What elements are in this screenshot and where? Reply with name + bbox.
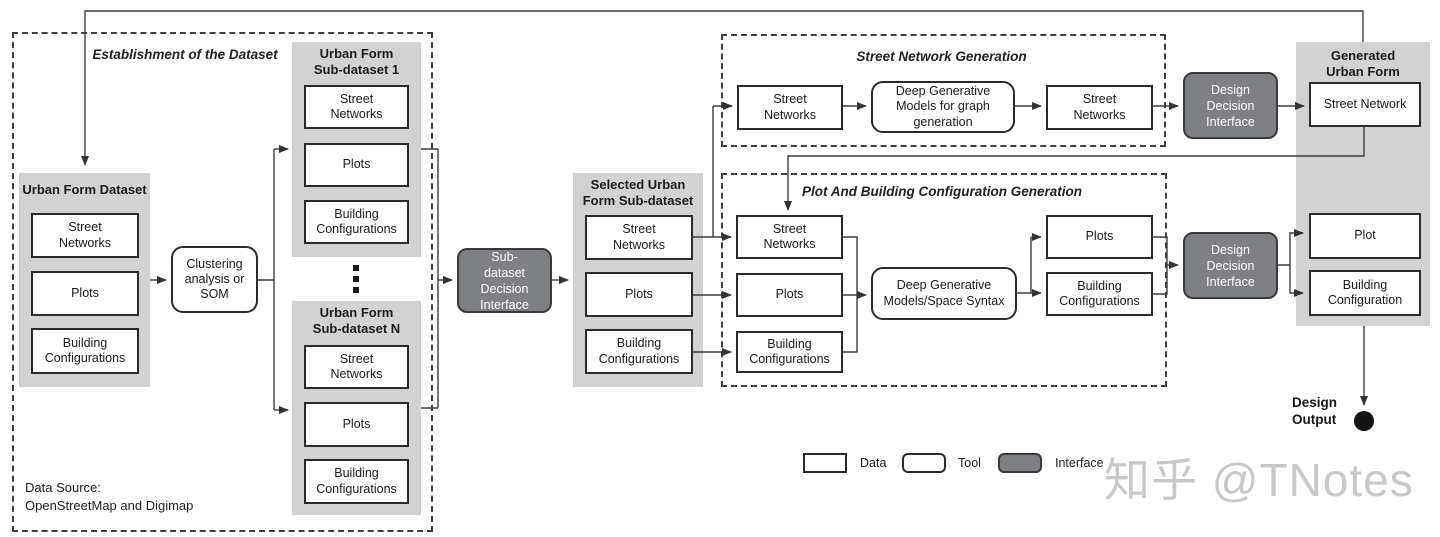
generated-street-network-box: Street Network [1309,82,1421,127]
pbg-generated-plots-box: Plots [1046,215,1153,259]
sub-dataset-n-street-networks-box: Street Networks [304,345,409,389]
pbg-building-configurations-box: Building Configurations [736,331,843,373]
generated-plot-box: Plot [1309,213,1421,259]
data-source-note: Data Source: OpenStreetMap and Digimap [25,480,194,513]
establishment-section-title: Establishment of the Dataset [92,47,278,62]
pbg-street-networks-box: Street Networks [736,215,843,259]
legend-data-label: Data [860,456,887,470]
sng-output-street-networks-box: Street Networks [1046,85,1153,130]
sub-dataset-n-building-configurations-box: Building Configurations [304,459,409,504]
pbg-plots-box: Plots [736,273,843,317]
design-decision-interface-top-box: Design Decision Interface [1183,72,1278,139]
selected-street-networks-box: Street Networks [585,215,693,260]
sub-dataset-1-plots-box: Plots [304,143,409,187]
pbg-generated-building-configurations-box: Building Configurations [1046,272,1153,316]
legend-tool-label: Tool [958,456,981,470]
sub-dataset-n-plots-box: Plots [304,402,409,447]
design-output-terminator-icon [1354,411,1374,431]
selected-sub-dataset-title: Selected Urban Form Sub-dataset [582,177,694,208]
deep-generative-space-syntax-tool-box: Deep Generative Models/Space Syntax [871,267,1017,320]
legend-tool-swatch [902,453,946,473]
legend-data-swatch [803,453,847,473]
legend-interface-swatch [998,453,1042,473]
sub-dataset-1-title: Urban Form Sub-dataset 1 [313,46,400,77]
urban-form-dataset-street-networks-box: Street Networks [31,213,139,258]
design-decision-interface-bottom-box: Design Decision Interface [1183,232,1278,299]
deep-generative-graph-tool-box: Deep Generative Models for graph generat… [871,81,1015,133]
plot-building-generation-title: Plot And Building Configuration Generati… [802,184,1082,199]
urban-form-dataset-building-configurations-box: Building Configurations [31,328,139,374]
ellipsis-icon [353,265,359,293]
generated-urban-form-title: Generated Urban Form [1326,48,1400,79]
sng-input-street-networks-box: Street Networks [737,85,843,130]
generated-building-configuration-box: Building Configuration [1309,270,1421,316]
sub-dataset-n-title: Urban Form Sub-dataset N [312,305,401,336]
design-output-label: Design Output [1292,395,1338,427]
clustering-analysis-tool-box: Clustering analysis or SOM [171,246,258,313]
urban-form-dataset-plots-box: Plots [31,271,139,316]
sub-dataset-1-building-configurations-box: Building Configurations [304,200,409,244]
sub-dataset-decision-interface-box: Sub- dataset Decision Interface [457,248,552,313]
selected-building-configurations-box: Building Configurations [585,329,693,374]
selected-plots-box: Plots [585,272,693,317]
street-network-generation-title: Street Network Generation [856,49,1027,64]
legend-interface-label: Interface [1055,456,1104,470]
watermark: 知乎 @TNotes [1104,454,1414,506]
urban-form-dataset-title: Urban Form Dataset [22,182,147,197]
sub-dataset-1-street-networks-box: Street Networks [304,85,409,129]
